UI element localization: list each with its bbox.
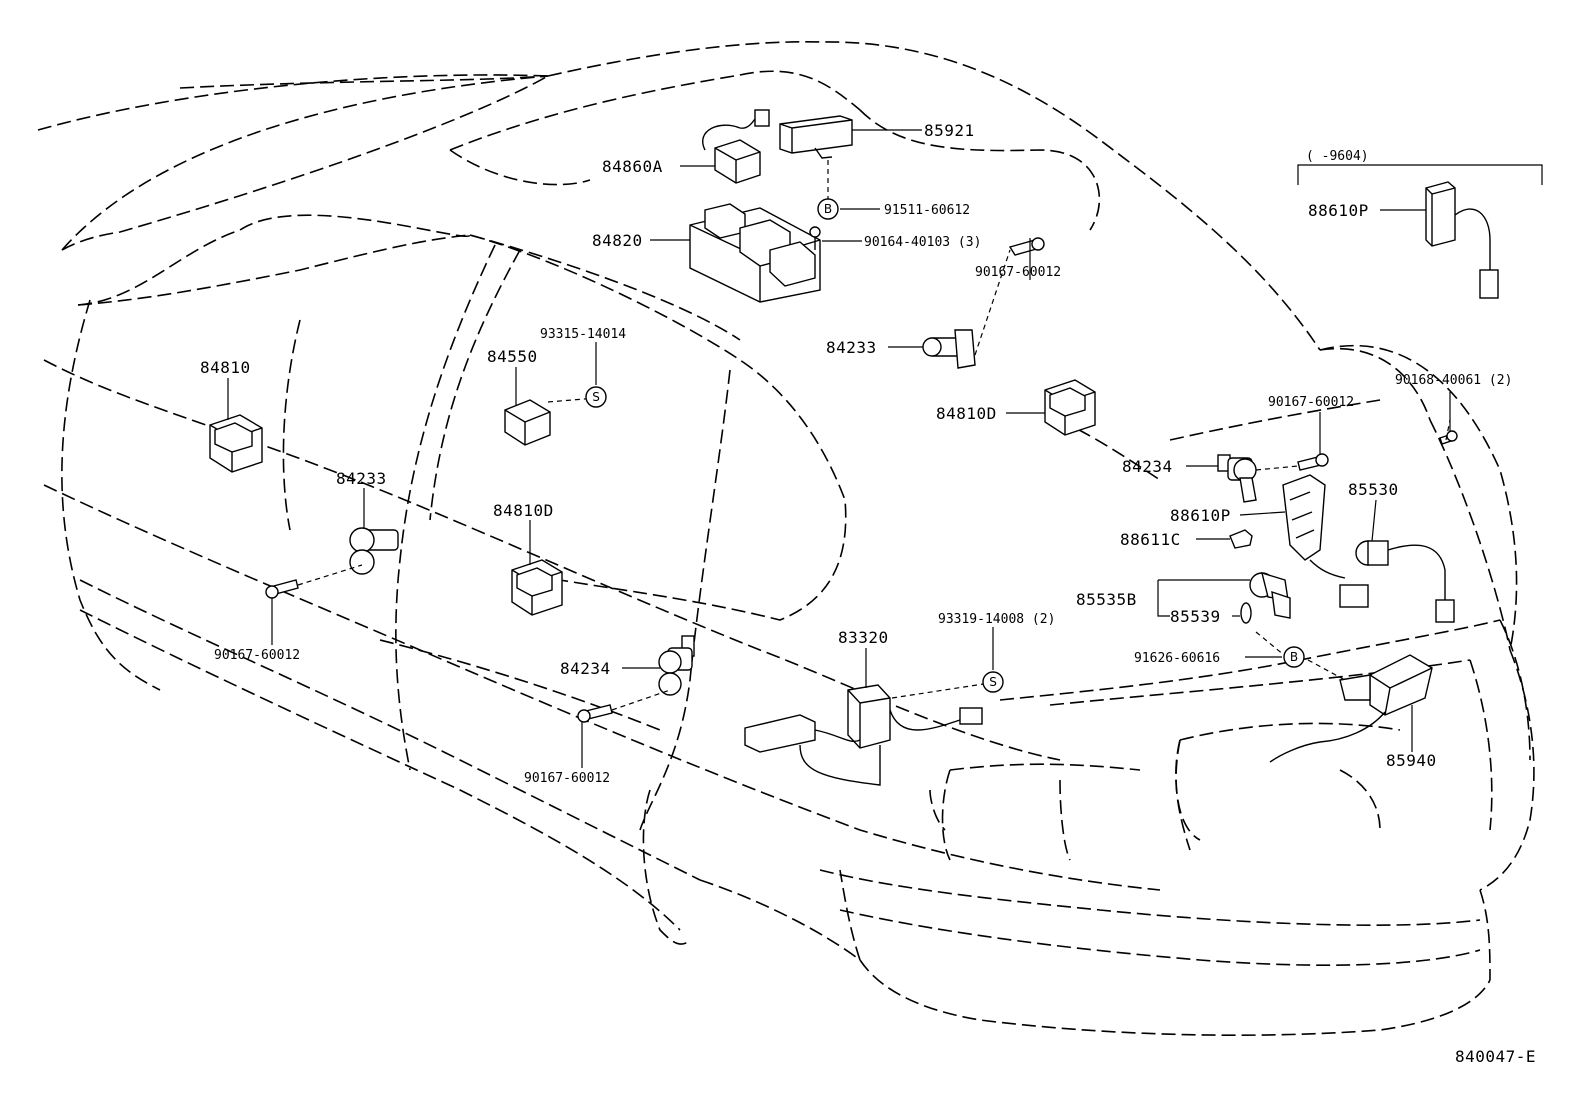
part-83320-drawing [744, 684, 983, 786]
part-84233-top-drawing [922, 329, 976, 369]
label-85539: 85539 [1170, 607, 1221, 626]
label-inset-range: ( -9604) [1306, 149, 1369, 164]
label-90167-60012-bottom: 90167-60012 [524, 771, 610, 786]
label-84810D-mid: 84810D [493, 501, 554, 520]
part-85535B-drawing [1249, 571, 1291, 619]
part-88610P-inset-drawing [1425, 181, 1499, 299]
part-84820-drawing [689, 203, 821, 303]
label-83320: 83320 [838, 628, 889, 647]
part-84234-mid-drawing [658, 635, 695, 696]
label-93315-14014: 93315-14014 [540, 327, 626, 342]
part-84234-right-drawing [1217, 454, 1257, 503]
label-88611C: 88611C [1120, 530, 1181, 549]
part-85921-drawing [779, 115, 853, 159]
label-88610P-inset: 88610P [1308, 201, 1369, 220]
label-85921: 85921 [924, 121, 975, 140]
label-91626-60616: 91626-60616 [1134, 651, 1220, 666]
label-84234-mid: 84234 [560, 659, 611, 678]
label-84234-right: 84234 [1122, 457, 1173, 476]
label-90168-40061: 90168-40061 (2) [1395, 373, 1512, 388]
part-labels: 85921 84860A 91511-60612 84820 90164-401… [200, 121, 1536, 1066]
screw-symbol-93319: S [982, 671, 1004, 693]
label-90167-60012-left: 90167-60012 [214, 648, 300, 663]
part-84233-left-drawing [349, 527, 399, 575]
part-85940-drawing [1269, 654, 1433, 763]
label-88610P-mid: 88610P [1170, 506, 1231, 525]
label-84810D-right: 84810D [936, 404, 997, 423]
label-84233-left: 84233 [336, 469, 387, 488]
bolt-symbol-label: B [824, 202, 832, 216]
part-84810D-right-drawing [1044, 379, 1096, 436]
part-84810-drawing [209, 414, 263, 473]
part-88610P-mid-drawing [1282, 474, 1369, 608]
part-84860A-drawing [702, 109, 770, 184]
label-84860A: 84860A [602, 157, 663, 176]
label-90167-60012-right: 90167-60012 [1268, 395, 1354, 410]
part-88611C-drawing [1229, 529, 1253, 549]
label-85940: 85940 [1386, 751, 1437, 770]
label-85530: 85530 [1348, 480, 1399, 499]
part-85539-drawing [1240, 602, 1252, 624]
label-84550: 84550 [487, 347, 538, 366]
part-85530-drawing [1355, 540, 1455, 623]
part-84550-drawing [504, 399, 551, 446]
label-91511-60612: 91511-60612 [884, 203, 970, 218]
screw-symbol-93315: S [585, 386, 607, 408]
bolt-symbol-91511: B [817, 198, 839, 220]
label-84233-top: 84233 [826, 338, 877, 357]
leader-lines [227, 129, 1543, 768]
screw-symbol-label: S [989, 675, 997, 689]
label-84810: 84810 [200, 358, 251, 377]
fasteners [265, 226, 1458, 723]
label-93319-14008: 93319-14008 (2) [938, 612, 1055, 627]
label-84820: 84820 [592, 231, 643, 250]
label-85535B: 85535B [1076, 590, 1137, 609]
label-90167-60012-top: 90167-60012 [975, 265, 1061, 280]
diagram-id: 840047-E [1455, 1047, 1536, 1066]
part-84810D-mid-drawing [511, 559, 563, 616]
label-90164-40103: 90164-40103 (3) [864, 235, 981, 250]
screw-symbol-label: S [592, 390, 600, 404]
bolt-symbol-91626: B [1283, 646, 1305, 668]
bolt-symbol-label: B [1290, 650, 1298, 664]
